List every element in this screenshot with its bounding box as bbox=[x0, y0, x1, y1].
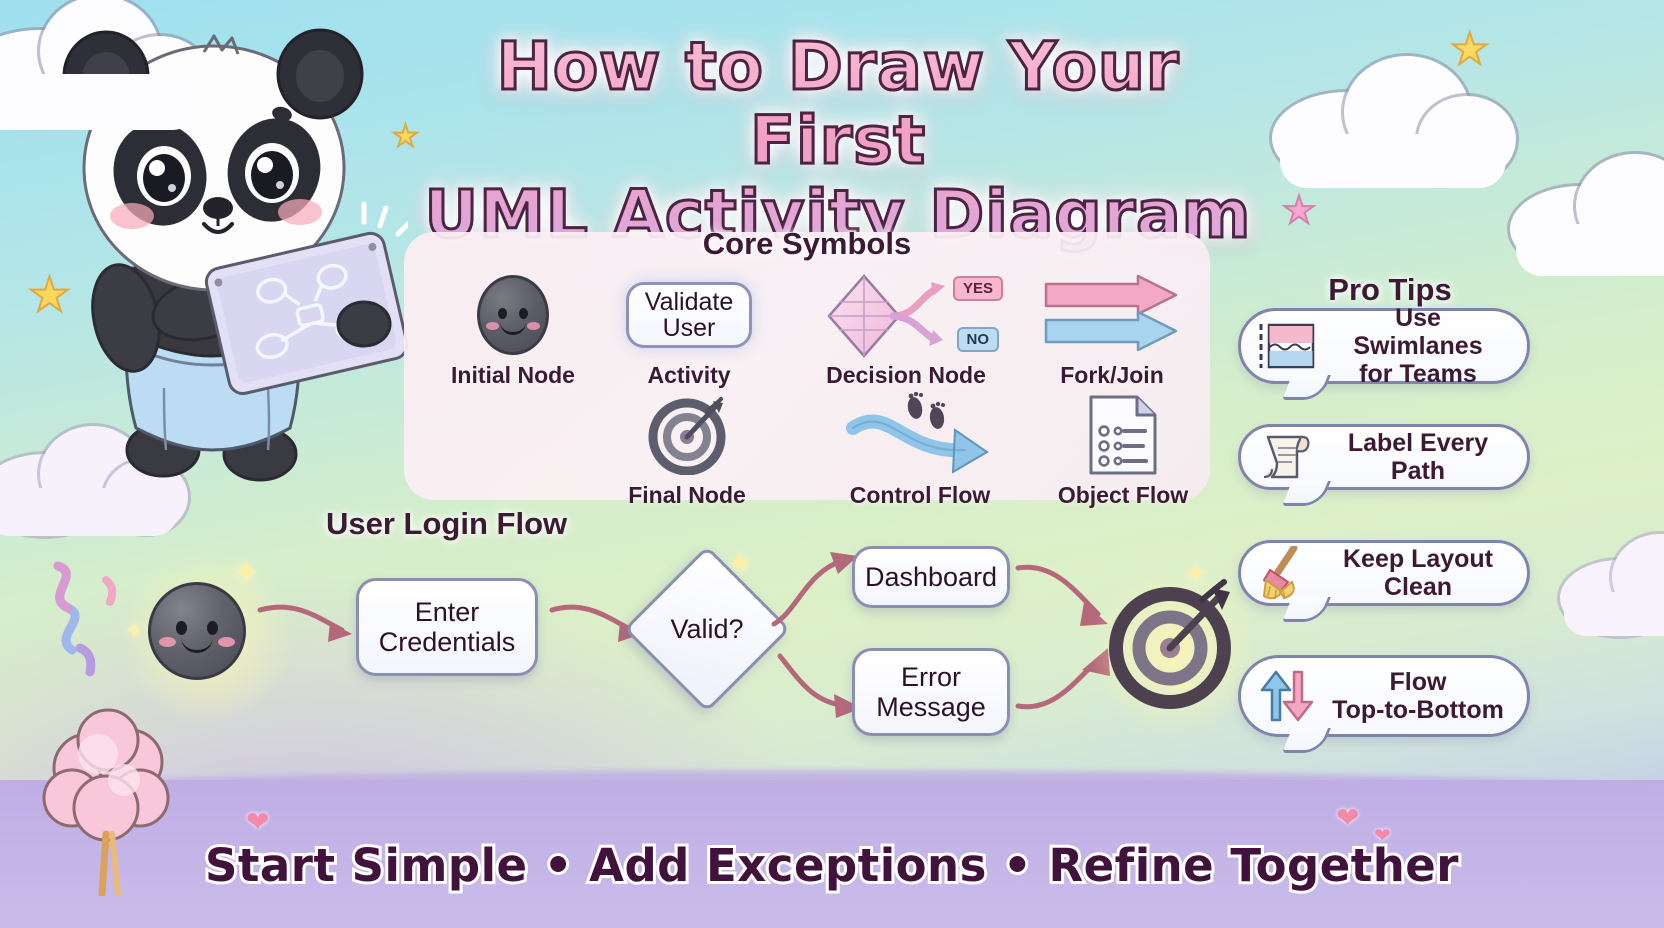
flow-arrow-start-to-credentials bbox=[257, 604, 352, 642]
pro-tip-text: Keep Layout Clean bbox=[1342, 545, 1494, 601]
core-symbol-label: Activity bbox=[647, 362, 731, 388]
pro-tip-swimlanes[interactable]: Use Swimlanes for Teams bbox=[1238, 304, 1530, 388]
target-bullseye-icon bbox=[604, 392, 770, 478]
node-text-line-1: Error bbox=[901, 661, 961, 692]
flow-arrow-valid-to-error bbox=[777, 653, 862, 718]
login-flow-final-node bbox=[1109, 579, 1231, 709]
curved-arrow-footprints-icon bbox=[832, 392, 1008, 478]
login-flow-initial-node bbox=[148, 582, 246, 680]
document-list-icon bbox=[1040, 392, 1206, 478]
node-text-line-2: Credentials bbox=[378, 627, 516, 657]
footer-tagline: Start Simple • Add Exceptions • Refine T… bbox=[202, 836, 1462, 895]
heart-left-icon: ❤ bbox=[246, 806, 270, 837]
broom-icon bbox=[1255, 544, 1317, 602]
star-left-upper: ★ bbox=[27, 269, 72, 322]
core-symbol-label: Fork/Join bbox=[1060, 362, 1164, 388]
core-symbol-control-flow: Control Flow bbox=[832, 392, 1008, 509]
page-title: How to Draw Your First UML Activity Diag… bbox=[408, 28, 1268, 253]
core-symbol-label: Control Flow bbox=[849, 482, 991, 508]
cloud-right-edge bbox=[1510, 154, 1664, 276]
node-text-line-2: Message bbox=[876, 692, 986, 722]
initial-node-icon bbox=[430, 272, 596, 358]
core-symbol-activity: Validate User Activity bbox=[606, 272, 772, 389]
flow-arrow-dashboard-to-final bbox=[1015, 564, 1108, 626]
pro-tip-text: Label Every Path bbox=[1347, 429, 1489, 485]
star-near-panda: ★ bbox=[391, 120, 420, 153]
fork-join-arrows-icon bbox=[1034, 272, 1190, 358]
pro-tip-keep-layout-clean[interactable]: Keep Layout Clean bbox=[1238, 540, 1530, 606]
activity-box-line-2: User bbox=[662, 314, 716, 342]
core-symbol-decision-node: YES NO Decision Node bbox=[820, 272, 1006, 389]
star-mid-right: ★ bbox=[1281, 190, 1317, 232]
activity-box-line-1: Validate bbox=[644, 287, 734, 316]
bottom-color-band bbox=[0, 780, 1664, 928]
swimlane-chart-icon bbox=[1255, 317, 1317, 375]
sparkle-flow-start: ✦ bbox=[232, 554, 261, 592]
confetti-ribbons bbox=[53, 561, 117, 677]
diamond-icon: YES NO bbox=[820, 272, 1006, 358]
rounded-rectangle-icon: Validate User bbox=[606, 272, 772, 358]
login-flow-node-dashboard: Dashboard bbox=[852, 546, 1010, 608]
core-symbol-label: Decision Node bbox=[826, 362, 986, 388]
heart-right-small-icon: ❤ bbox=[1374, 825, 1391, 847]
up-down-arrows-icon bbox=[1255, 667, 1317, 725]
core-symbol-final-node: Final Node bbox=[604, 392, 770, 509]
pro-tip-text: Use Swimlanes for Teams bbox=[1327, 304, 1509, 388]
pro-tip-text: Flow Top-to-Bottom bbox=[1327, 668, 1509, 724]
star-top-right: ★ bbox=[1449, 25, 1490, 74]
node-text: Valid? bbox=[670, 613, 744, 644]
core-symbol-initial-node: Initial Node bbox=[430, 272, 596, 389]
pro-tip-line-2: Top-to-Bottom bbox=[1332, 696, 1504, 724]
core-symbol-label: Final Node bbox=[628, 482, 746, 508]
pro-tips-heading: Pro Tips bbox=[1328, 272, 1452, 307]
page-title-line-1: How to Draw Your First bbox=[495, 28, 1180, 179]
pro-tip-line-1: Flow bbox=[1389, 668, 1447, 696]
scroll-document-icon bbox=[1255, 428, 1317, 486]
core-symbol-fork-join: Fork/Join bbox=[1034, 272, 1190, 389]
pro-tip-line-1: Use Swimlanes bbox=[1353, 304, 1483, 360]
cloud-top-right bbox=[1272, 56, 1516, 188]
login-flow-heading: User Login Flow bbox=[326, 506, 568, 541]
flow-arrow-error-to-final bbox=[1015, 648, 1110, 710]
pro-tip-flow-top-to-bottom[interactable]: Flow Top-to-Bottom bbox=[1238, 655, 1530, 737]
core-symbol-object-flow: Object Flow bbox=[1040, 392, 1206, 509]
flow-arrow-valid-to-dashboard bbox=[771, 552, 858, 627]
login-flow-node-error-message: Error Message bbox=[852, 648, 1010, 736]
decision-diamond-gem bbox=[827, 274, 901, 358]
node-text-line-1: Enter bbox=[414, 596, 480, 627]
login-flow-node-valid: Valid? bbox=[623, 545, 791, 713]
decision-branch-arrows bbox=[889, 282, 945, 346]
core-symbol-label: Object Flow bbox=[1057, 482, 1189, 508]
node-text: Dashboard bbox=[864, 561, 998, 592]
cloud-bottom-right bbox=[1560, 534, 1664, 636]
core-symbols-heading: Core Symbols bbox=[702, 226, 912, 261]
core-symbol-label: Initial Node bbox=[451, 362, 575, 388]
pro-tip-line-2: for Teams bbox=[1359, 360, 1477, 388]
login-flow-node-enter-credentials: Enter Credentials bbox=[356, 578, 538, 676]
core-symbols-panel bbox=[404, 232, 1210, 500]
pro-tip-label-every-path[interactable]: Label Every Path bbox=[1238, 424, 1530, 490]
decision-branch-yes-chip: YES bbox=[952, 276, 1003, 301]
decision-branch-no-chip: NO bbox=[956, 327, 999, 352]
heart-right-icon: ❤ bbox=[1336, 802, 1360, 833]
cotton-candy-icon bbox=[42, 708, 170, 896]
